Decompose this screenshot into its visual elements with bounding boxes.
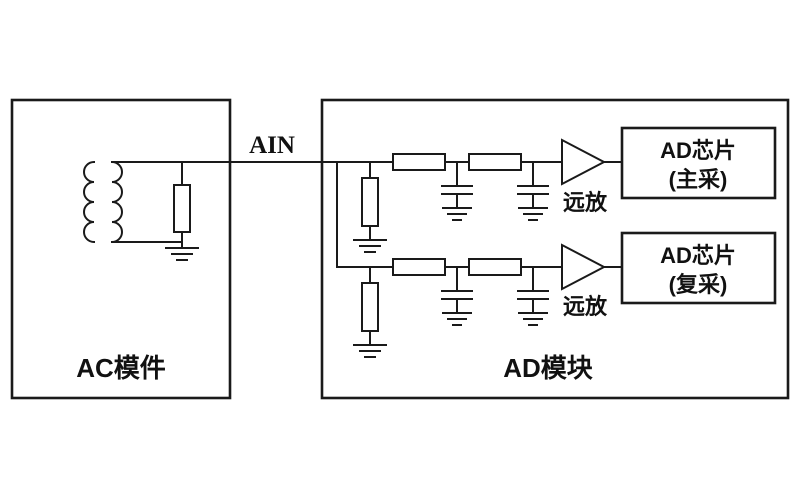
filter-chain-bottom [353, 231, 777, 358]
ac-module-label: AC模件 [76, 353, 166, 383]
transformer-primary-coil [83, 160, 96, 244]
ac-module-box [10, 98, 232, 400]
ad-chip-redundant-line1: AD芯片 [660, 243, 736, 268]
ground-icon [165, 247, 199, 261]
diagram-labels: AIN AC模件 AD模块 远放 远放 AD芯片 (主采) AD芯片 (复采) [76, 132, 736, 383]
filter-chain-top [353, 126, 777, 253]
series-resistor-icon [468, 153, 522, 171]
opamp-icon [561, 139, 605, 185]
series-resistor-icon [392, 258, 446, 276]
opamp-icon [561, 244, 605, 290]
shunt-resistor-icon [353, 161, 387, 253]
capacitor-icon [517, 266, 549, 326]
capacitor-icon [517, 161, 549, 221]
ain-label: AIN [249, 132, 295, 159]
capacitor-icon [441, 266, 473, 326]
transformer-secondary-coil [110, 160, 123, 244]
ad-chip-main-line1: AD芯片 [660, 138, 736, 163]
transformer-icon [83, 160, 123, 244]
shunt-resistor-icon [353, 266, 387, 358]
series-resistor-icon [392, 153, 446, 171]
resistor-icon [173, 184, 191, 233]
opamp-label-top: 远放 [563, 190, 608, 215]
opamp-label-bottom: 远放 [563, 294, 608, 319]
capacitor-icon [441, 161, 473, 221]
ad-chip-main-box [620, 126, 777, 200]
ad-module-box [320, 98, 790, 400]
diagram-linework [10, 98, 790, 400]
series-resistor-icon [468, 258, 522, 276]
ad-chip-redundant-line2: (复采) [669, 272, 728, 297]
ad-module-label: AD模块 [503, 353, 593, 383]
ad-chip-main-line2: (主采) [669, 167, 728, 192]
ad-chip-redundant-box [620, 231, 777, 305]
burden-resistor [111, 161, 199, 261]
